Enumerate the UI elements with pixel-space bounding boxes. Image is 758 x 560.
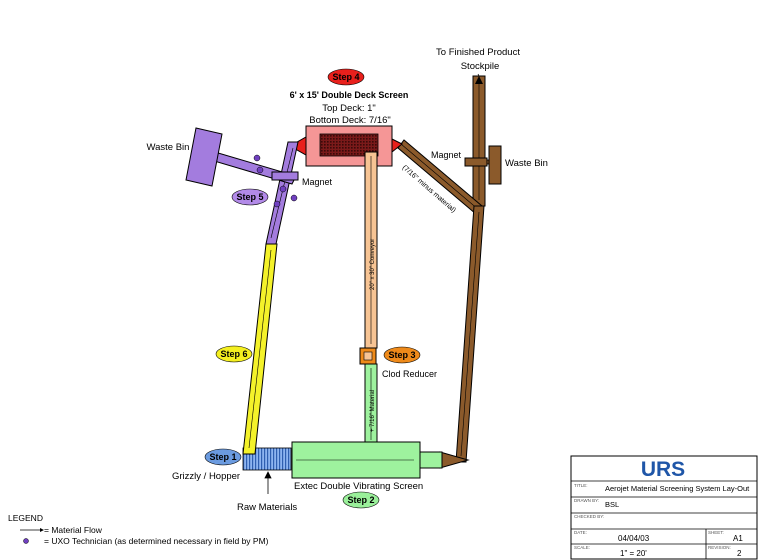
title-block: URS TITLE: Aerojet Material Screening Sy… xyxy=(570,455,758,560)
svg-text:= UXO Technician (as determine: = UXO Technician (as determined necessar… xyxy=(44,536,269,546)
uxo-technicians xyxy=(253,154,298,208)
magnet-left-label: Magnet xyxy=(302,177,333,187)
step-2-badge: Step 2 xyxy=(342,491,380,509)
waste-bin-left-label: Waste Bin xyxy=(147,142,190,153)
magnet-left xyxy=(185,127,299,187)
legend: LEGEND = Material Flow = UXO Technician … xyxy=(8,513,269,546)
urs-logo: URS xyxy=(641,458,685,481)
waste-bin-left-icon xyxy=(185,127,223,187)
step-1-badge: Step 1 xyxy=(204,448,242,466)
pointer-lines xyxy=(264,73,480,494)
svg-text:Step 3: Step 3 xyxy=(388,350,415,360)
svg-text:Step 6: Step 6 xyxy=(220,349,247,359)
magnet-right-label: Magnet xyxy=(431,150,462,160)
double-deck-screen xyxy=(288,125,403,167)
svg-text:Step 4: Step 4 xyxy=(332,72,359,82)
waste-bin-right-label: Waste Bin xyxy=(505,158,548,169)
step-6-badge: Step 6 xyxy=(215,345,253,363)
svg-text:1" = 20': 1" = 20' xyxy=(620,549,647,558)
bottom-deck-label: Bottom Deck: 7/16" xyxy=(309,115,391,126)
svg-text:= Material Flow: = Material Flow xyxy=(44,525,103,535)
step-4-badge: Step 4 xyxy=(327,68,365,86)
extec-screen-label: Extec Double Vibrating Screen xyxy=(294,481,423,492)
conveyor-716-label: + 7/16" Material xyxy=(370,390,376,432)
svg-text:LEGEND: LEGEND xyxy=(8,513,43,523)
svg-text:SCALE:: SCALE: xyxy=(574,545,590,550)
clod-reducer-label: Clod Reducer xyxy=(382,369,437,379)
svg-text:Step 1: Step 1 xyxy=(209,452,236,462)
conveyor-yellow xyxy=(242,243,278,455)
raw-materials-label: Raw Materials xyxy=(237,502,297,513)
svg-text:REVISION:: REVISION: xyxy=(708,545,731,550)
stockpile-conveyor xyxy=(472,75,486,207)
extec-screen xyxy=(291,441,443,479)
svg-text:2: 2 xyxy=(737,549,742,558)
svg-text:DATE:: DATE: xyxy=(574,530,587,535)
conveyor-purple xyxy=(265,141,299,245)
grizzly-hopper-label: Grizzly / Hopper xyxy=(172,471,240,482)
step-5-badge: Step 5 xyxy=(231,188,269,206)
svg-text:SHEET:: SHEET: xyxy=(708,530,724,535)
svg-text:CHECKED BY:: CHECKED BY: xyxy=(574,514,604,519)
svg-text:Step 5: Step 5 xyxy=(236,192,263,202)
svg-text:Aerojet Material Screening Sys: Aerojet Material Screening System Lay-Ou… xyxy=(605,484,750,493)
svg-text:BSL: BSL xyxy=(605,500,619,509)
top-deck-label: Top Deck: 1" xyxy=(322,103,376,114)
magnet-right xyxy=(464,145,502,185)
return-conveyor xyxy=(439,205,485,469)
step-3-badge: Step 3 xyxy=(383,346,421,364)
screen-title-label: 6' x 15' Double Deck Screen xyxy=(290,90,409,100)
svg-text:TITLE:: TITLE: xyxy=(574,483,588,488)
waste-bin-right-icon xyxy=(488,145,502,185)
svg-text:04/04/03: 04/04/03 xyxy=(618,534,650,543)
stockpile-label: Stockpile xyxy=(461,61,500,72)
svg-text:A1: A1 xyxy=(733,534,743,543)
conveyor-20x30-label: 20" x 30" Conveyor xyxy=(370,239,376,290)
finished-product-label: To Finished Product xyxy=(436,47,520,58)
clod-reducer xyxy=(359,347,377,365)
svg-text:Step 2: Step 2 xyxy=(347,495,374,505)
svg-text:DRAWN BY:: DRAWN BY: xyxy=(574,498,599,503)
